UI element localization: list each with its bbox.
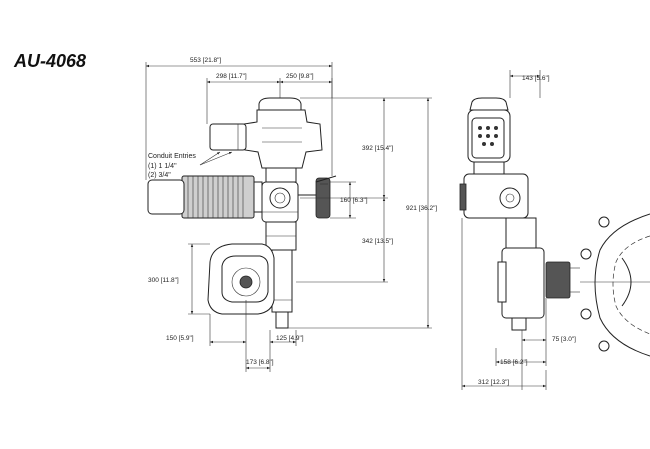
stem-lower [271,249,293,313]
dim-upper-left: 298 [11.7"] [216,73,247,80]
dim-bottom-left: 150 [5.9"] [166,335,194,342]
dim-handwheel-offset: 160 [6.3"] [340,197,368,204]
dim-overall-height: 921 [36.2"] [406,205,437,212]
side-stem-upper [505,217,537,249]
dim-upper-right: 250 [9.8"] [286,73,314,80]
side-mount-flange [545,261,571,299]
front-view [147,97,337,329]
conduit-line-2: (2) 3/4" [148,172,171,179]
side-motor-housing [501,247,545,319]
dim-lower-height: 342 [13.5"] [362,238,393,245]
dim-motor-height: 300 [11.8"] [148,277,179,284]
neck [265,167,297,183]
dim-overall-width: 553 [21.8"] [190,57,221,64]
motor-end-cap [147,179,185,215]
dimension-lines [145,62,547,390]
dim-side-mid: 158 [6.2"] [500,359,528,366]
dim-top-height: 392 [15.4"] [362,145,393,152]
conduit-line-1: (1) 1 1/4" [148,163,177,170]
side-terminals [478,126,498,146]
dim-side-top: 143 [5.6"] [522,75,550,82]
side-view [459,97,580,331]
motor-fins [187,176,244,218]
dim-side-total: 312 [12.3"] [478,379,509,386]
drawing-title: AU-4068 [14,51,87,71]
dim-bottom-total: 173 [6.8"] [246,359,274,366]
dim-side-right: 75 [3.0"] [552,336,576,343]
gearbox-body [243,109,323,169]
conduit-housing [209,123,247,151]
conduit-heading: Conduit Entries [148,153,196,160]
control-knob [239,275,253,289]
stem-bottom [275,311,289,329]
valve-flange [580,213,650,357]
top-cap [258,97,302,111]
dim-bottom-mid: 125 [4.9"] [276,335,304,342]
